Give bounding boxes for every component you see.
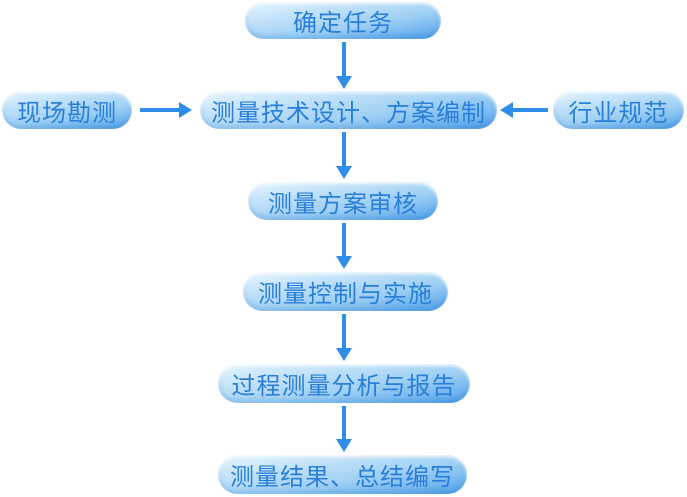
node-technical-design-label: 测量技术设计、方案编制 — [211, 99, 486, 127]
arrow-right-survey-to-design-icon — [140, 102, 192, 118]
node-plan-review-label: 测量方案审核 — [268, 190, 418, 218]
arrow-shaft — [342, 132, 346, 166]
arrow-shaft — [513, 108, 548, 112]
arrow-head-down-icon — [336, 166, 352, 179]
node-site-survey: 现场勘测 — [2, 91, 132, 129]
arrow-shaft — [342, 42, 346, 76]
node-determine-task: 确定任务 — [245, 2, 441, 39]
node-industry-standards: 行业规范 — [553, 91, 684, 129]
arrow-head-right-icon — [179, 102, 192, 118]
arrow-down-analysis-to-results-icon — [336, 406, 352, 452]
arrow-shaft — [342, 314, 346, 348]
node-industry-standards-label: 行业规范 — [568, 99, 669, 127]
node-plan-review: 测量方案审核 — [248, 182, 438, 220]
node-control-implementation-label: 测量控制与实施 — [258, 281, 433, 308]
node-results-summary: 测量结果、总结编写 — [218, 455, 467, 494]
node-analysis-report: 过程测量分析与报告 — [218, 364, 470, 403]
arrow-down-review-to-control-icon — [336, 223, 352, 269]
arrow-head-down-icon — [336, 256, 352, 269]
arrow-head-down-icon — [336, 76, 352, 89]
node-control-implementation: 测量控制与实施 — [243, 272, 448, 311]
node-technical-design: 测量技术设计、方案编制 — [200, 91, 497, 129]
arrow-shaft — [342, 223, 346, 256]
arrow-head-left-icon — [500, 102, 513, 118]
node-analysis-report-label: 过程测量分析与报告 — [231, 373, 457, 400]
arrow-down-control-to-analysis-icon — [336, 314, 352, 361]
arrow-shaft — [342, 406, 346, 439]
arrow-down-task-to-design-icon — [336, 42, 352, 89]
arrow-down-design-to-review-icon — [336, 132, 352, 179]
arrow-head-down-icon — [336, 348, 352, 361]
node-determine-task-label: 确定任务 — [293, 10, 393, 37]
arrow-head-down-icon — [336, 439, 352, 452]
arrow-left-standards-to-design-icon — [500, 102, 548, 118]
node-site-survey-label: 现场勘测 — [17, 99, 117, 127]
node-results-summary-label: 测量结果、总结编写 — [230, 464, 455, 491]
arrow-shaft — [140, 108, 179, 112]
